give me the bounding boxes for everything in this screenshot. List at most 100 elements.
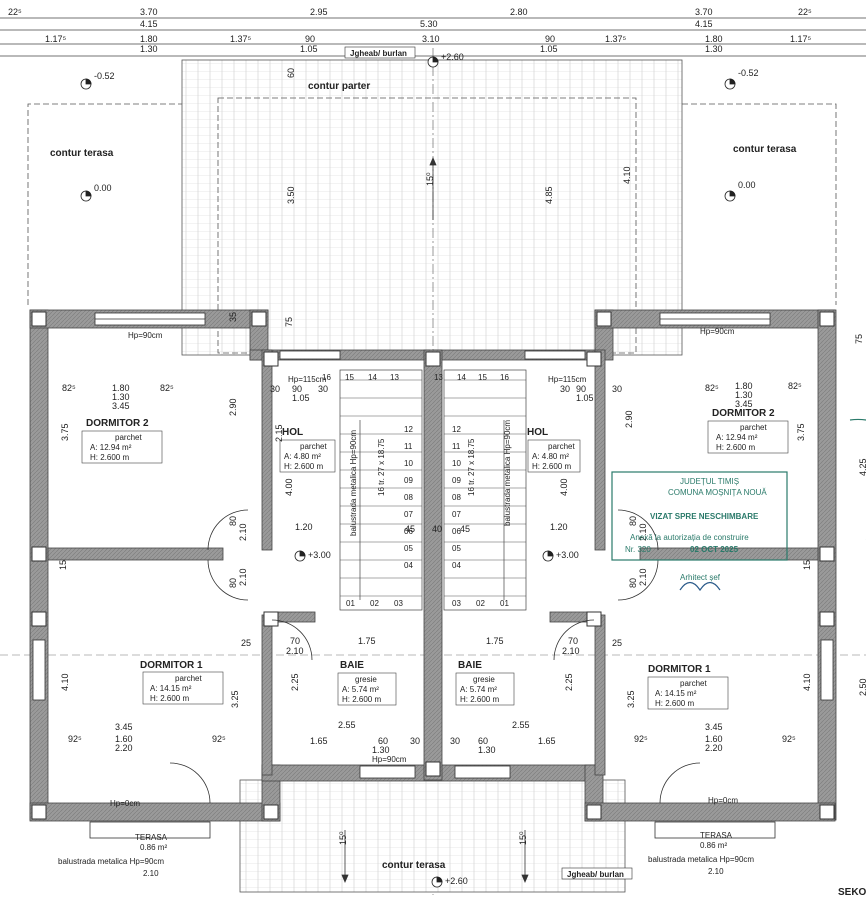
- room-area: A: 5.74 m²: [460, 685, 497, 694]
- terasa-dim: 2.10: [708, 867, 724, 876]
- stair-number: 06: [404, 527, 413, 536]
- stair-number: 14: [368, 373, 377, 382]
- room-area: A: 4.80 m²: [532, 452, 569, 461]
- dim-text: 4.10: [802, 673, 812, 691]
- dim-text: 82⁵: [788, 381, 802, 391]
- stair-labels: balustrada metalica Hp=90cm balustrada m…: [349, 420, 512, 536]
- room-dormitor2-left: DORMITOR 2 parchet A: 12.94 m² H: 2.600 …: [81, 418, 163, 464]
- dim-text: 1.05: [540, 44, 558, 54]
- slope-label: 15⁰: [425, 172, 435, 186]
- stair-steps-text: 16 tr. 27 x 18.75: [467, 438, 476, 496]
- room-floor: gresie: [473, 675, 495, 684]
- level-text: 0.00: [738, 180, 756, 190]
- stair-number: 15: [478, 373, 487, 382]
- room-height: H: 2.600 m: [460, 695, 499, 704]
- room-name: HOL: [527, 427, 548, 438]
- dim-text: 3.25: [626, 690, 636, 708]
- room-height: H: 2.600 m: [532, 462, 571, 471]
- terasa-rail: balustrada metalica Hp=90cm: [58, 857, 164, 866]
- hp-label: Hp=90cm: [128, 331, 163, 340]
- dim-text: 22⁵: [798, 7, 812, 17]
- dim-text: 1.37⁵: [605, 34, 627, 44]
- dim-text: 3.50: [286, 186, 296, 204]
- dim-text: 60: [378, 736, 388, 746]
- stair-number: 02: [370, 599, 379, 608]
- room-area: A: 5.74 m²: [342, 685, 379, 694]
- dim-text: 90: [292, 384, 302, 394]
- dim-text: 2.25: [290, 673, 300, 691]
- dim-text: 1.05: [576, 393, 594, 403]
- stair-number: 07: [452, 510, 461, 519]
- dim-text: 60: [478, 736, 488, 746]
- dim-text: 2.90: [228, 398, 238, 416]
- dim-text: 80: [628, 516, 638, 526]
- dim-text: 90: [305, 34, 315, 44]
- dim-text: 1.65: [310, 736, 328, 746]
- room-floor: parchet: [680, 679, 707, 688]
- dim-text: 3.45: [705, 722, 723, 732]
- stair-number: 13: [390, 373, 399, 382]
- stair-number: 09: [452, 476, 461, 485]
- hp-label: Hp=115cm: [548, 375, 587, 384]
- dim-text: 2.10: [238, 568, 248, 586]
- hp-label: Hp=0cm: [708, 796, 738, 805]
- dim-text: 25: [612, 638, 622, 648]
- top-dim-text: 22⁵ 3.70 2.95 2.80 3.70 22⁵ 4.15 5.30 4.…: [8, 7, 812, 54]
- dim-text: 1.60: [115, 734, 133, 744]
- dim-text: 2.95: [310, 7, 328, 17]
- stair-number: 12: [452, 425, 461, 434]
- roof-bottom: [239, 779, 626, 893]
- room-baie-right: BAIE gresie A: 5.74 m² H: 2.600 m: [455, 660, 515, 706]
- room-height: H: 2.600 m: [150, 694, 189, 703]
- dim-text: 1.17⁵: [790, 34, 812, 44]
- dim-text: 30: [560, 384, 570, 394]
- dim-text: 1.65: [538, 736, 556, 746]
- dim-text: 80: [628, 578, 638, 588]
- room-area: A: 14.15 m²: [150, 684, 192, 693]
- stair-number: 11: [452, 442, 461, 451]
- terasa-dim: 2.10: [143, 869, 159, 878]
- stair-number: 13: [434, 373, 443, 382]
- room-floor: parchet: [175, 674, 202, 683]
- dim-text: 35: [228, 312, 238, 322]
- dim-text: 30: [450, 736, 460, 746]
- room-height: H: 2.600 m: [284, 462, 323, 471]
- room-area: A: 4.80 m²: [284, 452, 321, 461]
- dim-text: 40: [432, 524, 442, 534]
- dim-text: 3.70: [140, 7, 158, 17]
- stair-number: 09: [404, 476, 413, 485]
- dim-text: 2.80: [510, 7, 528, 17]
- dim-text: 92⁵: [634, 734, 648, 744]
- stair-number: 02: [476, 599, 485, 608]
- room-floor: gresie: [355, 675, 377, 684]
- room-height: H: 2.600 m: [90, 453, 129, 462]
- dim-text: 1.20: [550, 522, 568, 532]
- stair-number: 14: [457, 373, 466, 382]
- room-name: BAIE: [458, 660, 482, 671]
- terasa-name: TERASA: [135, 833, 168, 842]
- dim-text: 1.80: [735, 381, 753, 391]
- dim-text: 45: [405, 524, 415, 534]
- room-name: DORMITOR 2: [712, 408, 775, 419]
- room-dormitor2-right: DORMITOR 2 parchet A: 12.94 m² H: 2.600 …: [707, 408, 789, 454]
- dim-text: 25: [241, 638, 251, 648]
- level-text: -0.52: [94, 71, 115, 81]
- corner-brand: SEKO: [838, 887, 866, 898]
- room-floor: parchet: [548, 442, 575, 451]
- room-area: A: 12.94 m²: [716, 433, 758, 442]
- room-baie-left: BAIE gresie A: 5.74 m² H: 2.600 m: [337, 660, 397, 706]
- room-name: DORMITOR 2: [86, 418, 149, 429]
- terasa-name: TERASA: [700, 831, 733, 840]
- stair-number: 06: [452, 527, 461, 536]
- dim-text: 1.30: [705, 44, 723, 54]
- room-name: BAIE: [340, 660, 364, 671]
- dim-text: 3.45: [735, 399, 753, 409]
- stair-number: 10: [404, 459, 413, 468]
- dim-text: 75: [284, 317, 294, 327]
- hp-label: Hp=90cm: [700, 327, 735, 336]
- dim-text: 60: [286, 68, 296, 78]
- dim-text: 2.50: [858, 678, 866, 696]
- roof-upper: [181, 59, 683, 356]
